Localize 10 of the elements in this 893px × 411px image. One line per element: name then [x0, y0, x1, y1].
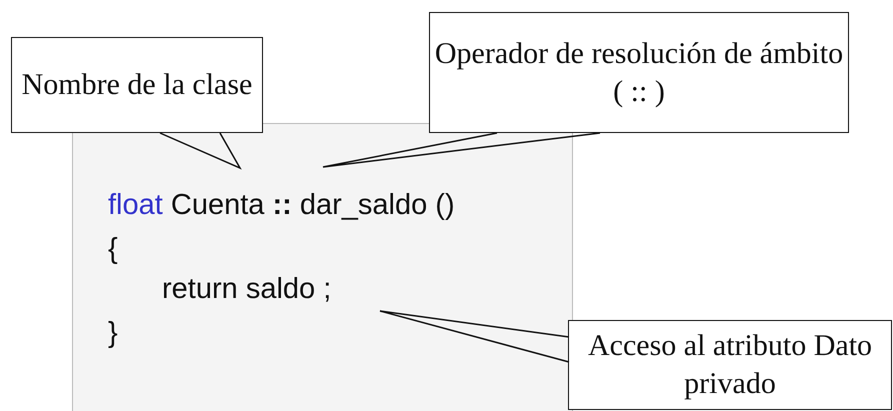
code-line: float Cuenta :: dar_saldo () [108, 188, 455, 222]
code-line: } [108, 316, 118, 350]
callout-box [568, 320, 892, 410]
callout-box [429, 12, 849, 133]
callout-text: Nombre de la clase [22, 67, 252, 103]
code-line: return saldo ; [162, 272, 332, 306]
code-line: { [108, 232, 118, 266]
callout-box [11, 37, 263, 133]
callout-text: Acceso al atributo Dato privado [586, 328, 874, 402]
callout-text: Operador de resolución de ámbito ( :: ) [434, 36, 844, 110]
